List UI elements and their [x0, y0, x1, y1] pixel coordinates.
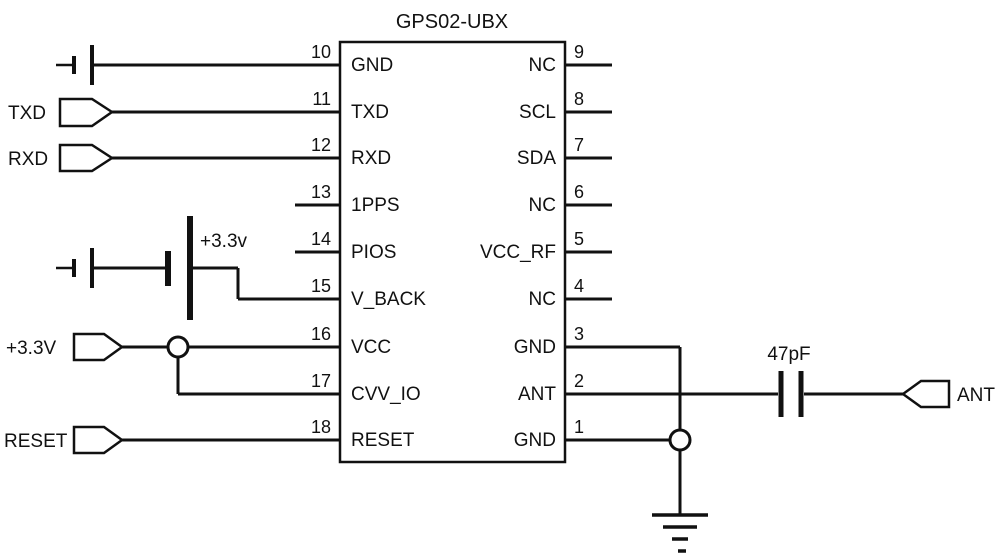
pin-8-number: 8 — [574, 89, 584, 109]
pin-5-label: VCC_RF — [480, 242, 556, 263]
pin-14-number: 14 — [311, 229, 331, 249]
pin-1-number: 1 — [574, 417, 584, 437]
pin-2-label: ANT — [518, 384, 556, 405]
connector-txd-shape — [58, 97, 115, 128]
connector-vcc-shape — [72, 332, 125, 362]
connector-txd: TXD — [8, 97, 115, 128]
pin-1-label: GND — [514, 430, 556, 451]
junction-ring-gnd — [668, 428, 692, 452]
connector-ant: ANT — [900, 379, 995, 409]
capacitor-value-label: 47pF — [767, 344, 810, 365]
pin-12-number: 12 — [311, 135, 331, 155]
pin-13-label: 1PPS — [351, 195, 400, 216]
pin-7-label: SDA — [517, 148, 556, 169]
pin-10-label: GND — [351, 55, 393, 76]
connector-txd-label: TXD — [8, 103, 46, 124]
pin-13-number: 13 — [311, 182, 331, 202]
connector-reset-label: RESET — [4, 431, 68, 452]
pin-17-label: CVV_IO — [351, 384, 421, 405]
connector-rxd-label: RXD — [8, 149, 48, 170]
pin-15-number: 15 — [311, 276, 331, 296]
pin-9-label: NC — [529, 55, 556, 76]
pin-16-number: 16 — [311, 324, 331, 344]
ic-body — [338, 40, 567, 464]
battery-voltage-label: +3.3v — [200, 231, 248, 252]
pin-17-number: 17 — [311, 371, 331, 391]
pin-2-number: 2 — [574, 371, 584, 391]
pin-3-label: GND — [514, 337, 556, 358]
connector-reset-shape — [72, 425, 125, 455]
connector-reset: RESET — [4, 425, 125, 455]
pin-16-label: VCC — [351, 337, 391, 358]
earth-ground-symbol — [652, 513, 708, 553]
pin-14-label: PIOS — [351, 242, 396, 263]
pin-15-label: V_BACK — [351, 289, 426, 310]
pin-11-label: TXD — [351, 102, 389, 123]
pin-9-number: 9 — [574, 42, 584, 62]
pin-8-label: SCL — [519, 102, 556, 123]
connector-ant-shape — [900, 379, 951, 409]
cell-symbol-top — [56, 45, 94, 85]
ic-title: GPS02-UBX — [396, 11, 508, 33]
pin-4-label: NC — [529, 289, 556, 310]
pin-6-number: 6 — [574, 182, 584, 202]
pin-11-number: 11 — [312, 89, 331, 109]
pin-12-label: RXD — [351, 148, 391, 169]
pin-6-label: NC — [529, 195, 556, 216]
capacitor-47pf: 47pF — [767, 344, 811, 417]
battery-3v3: +3.3v — [92, 216, 248, 320]
pin-18-label: RESET — [351, 430, 415, 451]
pin-7-number: 7 — [574, 135, 584, 155]
connector-rxd: RXD — [8, 143, 115, 173]
pin-4-number: 4 — [574, 276, 584, 296]
pin-18-number: 18 — [311, 417, 331, 437]
connector-ant-label: ANT — [957, 385, 995, 406]
junction-ring-vcc — [166, 335, 190, 359]
pin-5-number: 5 — [574, 229, 584, 249]
cell-symbol-mid — [56, 248, 94, 288]
connector-vcc-label: +3.3V — [6, 338, 57, 359]
pin-10-number: 10 — [311, 42, 331, 62]
pin-3-number: 3 — [574, 324, 584, 344]
connector-vcc: +3.3V — [6, 332, 125, 362]
connector-rxd-shape — [58, 143, 115, 173]
